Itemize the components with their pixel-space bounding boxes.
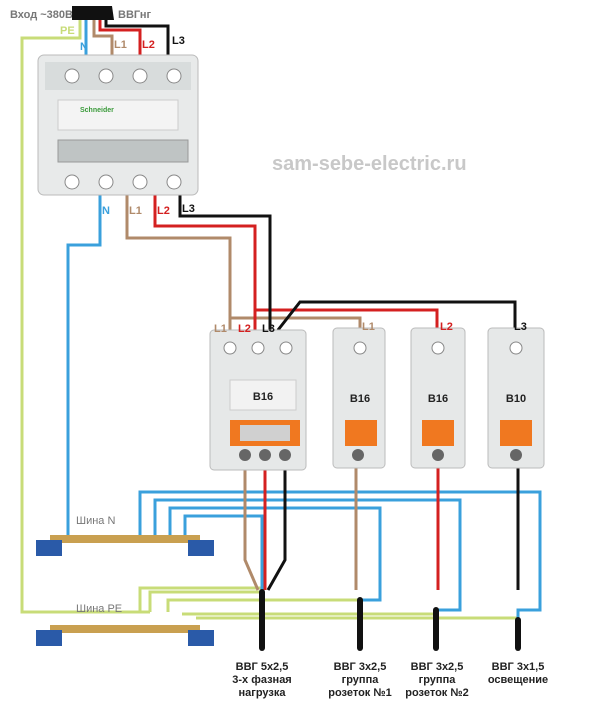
output-4-line2: освещение [488, 674, 548, 686]
breaker-3p-rating: B16 [253, 391, 273, 403]
output-3-line2: группа [419, 674, 457, 686]
busbar-n-label: Шина N [76, 515, 115, 527]
breaker-1-input: L1 [362, 321, 375, 333]
breaker-1-rating: B16 [350, 393, 370, 405]
breaker-3p: B16 [209, 329, 307, 471]
breaker-3: B10 [487, 327, 545, 469]
breaker-1: B16 [332, 327, 386, 469]
output-1-line2: 3-х фазная [232, 674, 291, 686]
main-switch-brand: Schneider [80, 107, 114, 114]
l2-label: L2 [157, 205, 170, 217]
busbar-pe-label: Шина PE [76, 603, 122, 615]
breaker-2-rating: B16 [428, 393, 448, 405]
breaker-3p-l2: L2 [238, 323, 251, 335]
main-switch: Schneider [37, 54, 199, 196]
breaker-3p-l3: L3 [262, 323, 275, 335]
output-4-line1: ВВГ 3х1,5 [492, 661, 545, 673]
input-cable-icon [72, 6, 114, 20]
output-3-line3: розеток №2 [405, 687, 469, 699]
n-label-top: N [80, 41, 88, 53]
input-label: Вход ~380В [10, 9, 73, 21]
l2-wire [98, 20, 440, 590]
input-cable-label: ВВГнг [118, 9, 151, 21]
output-cables [259, 589, 521, 651]
l3-label: L3 [182, 203, 195, 215]
output-1-line1: ВВГ 5х2,5 [236, 661, 289, 673]
l1-label: L1 [129, 205, 142, 217]
breaker-3p-l1: L1 [214, 323, 227, 335]
output-2-line3: розеток №1 [328, 687, 392, 699]
n-label: N [102, 205, 110, 217]
output-2-line2: группа [342, 674, 380, 686]
l1-label-top: L1 [114, 39, 127, 51]
output-3-line1: ВВГ 3х2,5 [411, 661, 464, 673]
output-labels: ВВГ 5х2,5 3-х фазная нагрузка ВВГ 3х2,5 … [232, 661, 548, 699]
busbar-pe: Шина PE [36, 603, 214, 646]
output-1-line3: нагрузка [239, 687, 287, 699]
breaker-2-input: L2 [440, 321, 453, 333]
l3-label-top: L3 [172, 35, 185, 47]
l3-wire [104, 20, 520, 591]
n-wire [66, 20, 542, 625]
breaker-3-input: L3 [514, 321, 527, 333]
breaker-2: B16 [410, 327, 466, 469]
output-2-line1: ВВГ 3х2,5 [334, 661, 387, 673]
busbar-n: Шина N [36, 515, 214, 556]
breaker-3-rating: B10 [506, 393, 526, 405]
watermark: sam-sebe-electric.ru [272, 153, 467, 175]
pe-label: PE [60, 25, 75, 37]
l2-label-top: L2 [142, 39, 155, 51]
